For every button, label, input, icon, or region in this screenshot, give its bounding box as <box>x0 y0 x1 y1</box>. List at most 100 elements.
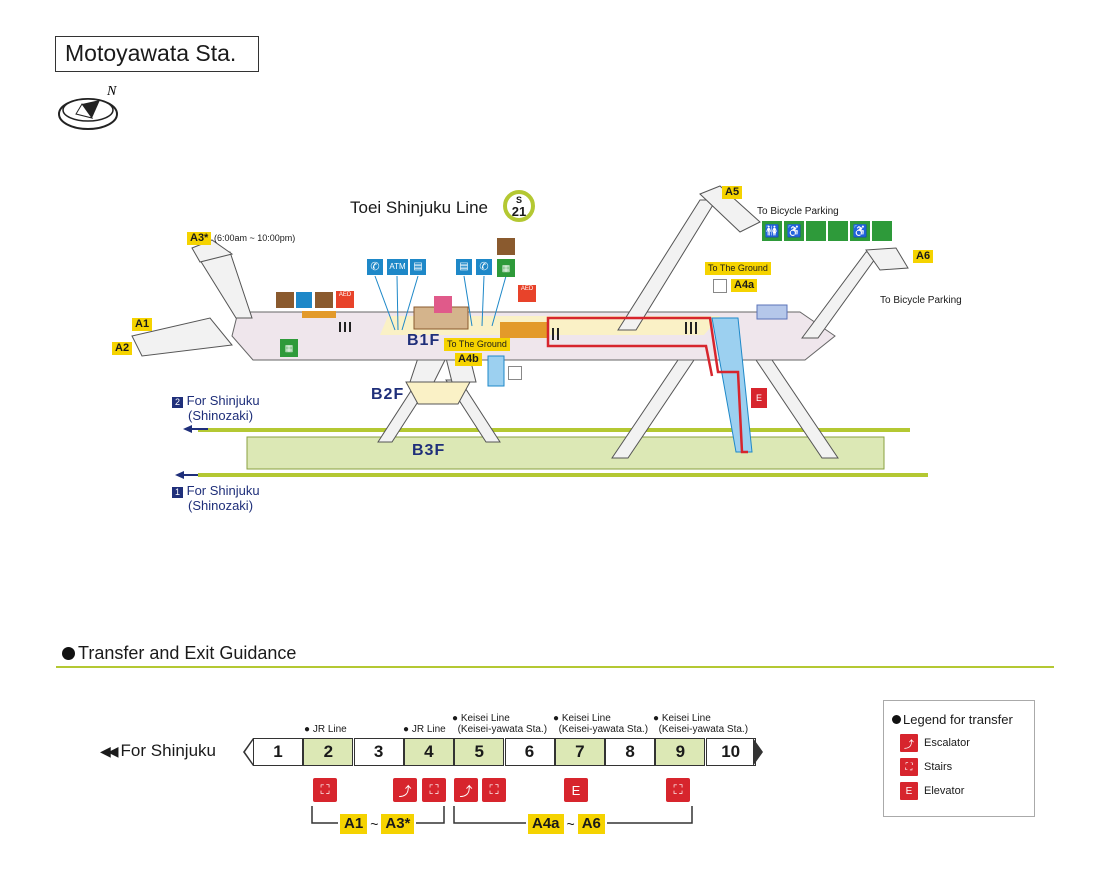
escalator-icon: ⤴ <box>900 734 918 752</box>
platform-1-text: For Shinjuku <box>186 483 260 498</box>
guidance-heading: Transfer and Exit Guidance <box>62 643 296 664</box>
legend-stairs: ⛶ Stairs <box>884 755 1034 779</box>
accessible-route <box>546 316 748 454</box>
coin-locker-icon: ▦ <box>497 259 515 277</box>
legend-elevator-label: Elevator <box>924 785 965 797</box>
floor-b3f: B3F <box>412 442 446 459</box>
sign-to-ground-a4b: To The Ground <box>444 338 510 351</box>
car-4: 4 <box>403 738 454 766</box>
direction-platform-1: 1 For Shinjuku (Shinozaki) <box>172 483 260 513</box>
car-7-note: ● Keisei Line (Keisei-yawata Sta.) <box>553 713 649 735</box>
car-2: 2 <box>303 738 354 766</box>
exit-a2[interactable]: A2 <box>112 342 133 355</box>
direction-platform-2: 2 For Shinjuku (Shinozaki) <box>172 393 260 423</box>
elevator-a4b <box>487 355 505 387</box>
elevator-icon: E <box>900 782 918 800</box>
ticket-machine-icon: ▤ <box>456 259 472 275</box>
car-9-note-line2: (Keisei-yawata Sta.) <box>658 724 749 735</box>
exit-a4b[interactable]: A4b <box>455 353 482 366</box>
shop-icon <box>315 292 333 308</box>
tilde: ~ <box>566 816 575 832</box>
bullet-icon <box>892 715 901 724</box>
car-8: 8 <box>605 738 656 766</box>
elevator-shaft <box>711 317 753 453</box>
escalator-icon: ⤴ <box>393 778 417 802</box>
line-code-badge: S 21 <box>503 190 535 222</box>
floor-b1f: B1F <box>407 332 441 349</box>
b3f-platform <box>246 436 885 470</box>
legend-stairs-label: Stairs <box>924 761 953 773</box>
exit-range-1-from[interactable]: A1 <box>340 814 368 834</box>
station-name: Motoyawata Sta. <box>55 36 259 72</box>
information-icon <box>296 292 312 308</box>
phone-icon: ✆ <box>476 259 492 275</box>
for-shinjuku-direction: ◀◀ For Shinjuku <box>100 741 216 761</box>
car-6: 6 <box>504 738 555 766</box>
car-7-note-line2: (Keisei-yawata Sta.) <box>558 724 649 735</box>
car-4-note: ● JR Line <box>403 724 446 735</box>
right-exit-stairs <box>617 185 909 339</box>
for-shinjuku-label: For Shinjuku <box>120 741 216 760</box>
car-4-note-text: JR Line <box>411 724 446 735</box>
aed-icon: AED <box>518 285 536 302</box>
exit-a3-hours: (6:00am ~ 10:00pm) <box>214 233 296 243</box>
section-divider <box>56 666 1054 668</box>
car-3: 3 <box>353 738 404 766</box>
aed-icon: AED <box>336 291 354 308</box>
exit-range-2: A4a ~ A6 <box>526 814 607 834</box>
car-2-note: ● JR Line <box>304 724 347 735</box>
car-5-note-line2: (Keisei-yawata Sta.) <box>457 724 548 735</box>
multipurpose-toilet-icon <box>872 221 892 241</box>
sign-bicycle-parking-1: To Bicycle Parking <box>757 206 839 217</box>
car-9: 9 <box>655 738 706 766</box>
exit-range-2-to[interactable]: A6 <box>577 814 605 834</box>
stairs-icon: ⛶ <box>422 778 446 802</box>
platform-1-number-icon: 1 <box>172 487 183 498</box>
platform-2-sub: (Shinozaki) <box>188 408 254 423</box>
exit-a5[interactable]: A5 <box>722 186 743 199</box>
track-1 <box>198 473 928 477</box>
shop-icon <box>497 238 515 255</box>
platform-1-sub: (Shinozaki) <box>188 498 254 513</box>
car-5-note: ● Keisei Line (Keisei-yawata Sta.) <box>452 713 548 735</box>
line-code-number: 21 <box>511 204 527 219</box>
sign-bicycle-parking-2: To Bicycle Parking <box>880 295 962 306</box>
atm-icon: ATM <box>387 259 408 275</box>
exit-range-2-from[interactable]: A4a <box>528 814 564 834</box>
stairs-icon: ⛶ <box>482 778 506 802</box>
car-7-note-line1: Keisei Line <box>561 713 611 724</box>
exit-a4a[interactable]: A4a <box>731 279 758 292</box>
exit-a1[interactable]: A1 <box>132 318 153 331</box>
restroom-icon: 🚻 <box>762 221 782 241</box>
stairs-icon: ⛶ <box>313 778 337 802</box>
elevator-sign-icon <box>713 279 727 293</box>
legend-escalator-label: Escalator <box>924 737 970 749</box>
guidance-title: Transfer and Exit Guidance <box>78 643 297 663</box>
compass-north-label: N <box>106 84 117 99</box>
legend-escalator: ⤴ Escalator <box>884 731 1034 755</box>
double-arrow-left-icon: ◀◀ <box>100 742 118 759</box>
line-code-letter: S <box>515 195 522 205</box>
track-2 <box>198 428 910 432</box>
car-9-note-line1: Keisei Line <box>661 713 711 724</box>
exit-range-1-to[interactable]: A3* <box>381 814 415 834</box>
car-5-note-line1: Keisei Line <box>460 713 510 724</box>
car-9-note: ● Keisei Line (Keisei-yawata Sta.) <box>653 713 749 735</box>
wheelchair-icon: ♿ <box>850 221 870 241</box>
exit-a6[interactable]: A6 <box>913 250 934 263</box>
ticket-machine-icon: ▤ <box>410 259 426 275</box>
car-2-note-text: JR Line <box>312 724 347 735</box>
tilde: ~ <box>370 816 379 832</box>
exit-a3[interactable]: A3* <box>187 232 212 245</box>
legend: Legend for transfer ⤴ Escalator ⛶ Stairs… <box>883 700 1035 817</box>
ostomate-icon <box>828 221 848 241</box>
platform-2-number-icon: 2 <box>172 397 183 408</box>
floor-b2f: B2F <box>371 386 405 403</box>
elevator-sign-icon <box>508 366 522 380</box>
exit-range-1: A1 ~ A3* <box>338 814 417 834</box>
nursing-room-icon <box>434 296 452 313</box>
escalator-icon: ⤴ <box>454 778 478 802</box>
line-name: Toei Shinjuku Line <box>350 198 488 217</box>
baby-seat-icon: ♿ <box>784 221 804 241</box>
shop-icon <box>276 292 294 308</box>
